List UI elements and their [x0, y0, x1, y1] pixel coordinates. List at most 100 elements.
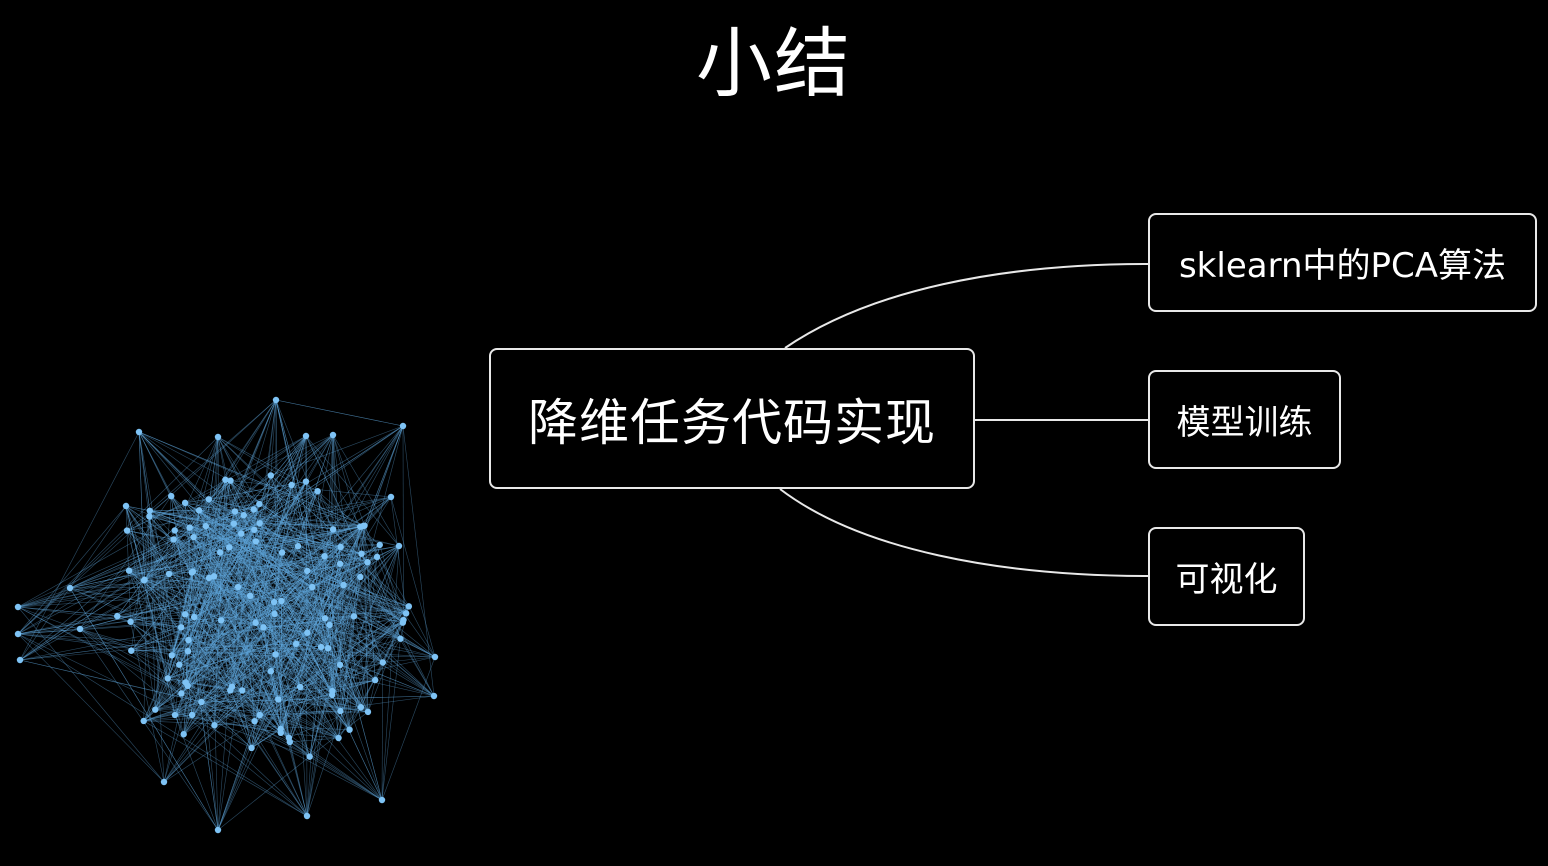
- network-edge: [163, 622, 404, 783]
- network-edge: [259, 622, 404, 716]
- network-edge: [138, 431, 242, 534]
- network-edge: [189, 527, 404, 621]
- network-edge: [179, 622, 256, 665]
- network-node: [152, 706, 159, 713]
- network-edge: [183, 646, 322, 735]
- network-edge: [340, 546, 410, 607]
- network-edge: [237, 555, 325, 588]
- network-edge: [231, 587, 239, 687]
- network-edge: [117, 573, 170, 617]
- network-edge: [217, 436, 361, 578]
- network-edge: [174, 530, 401, 639]
- network-edge: [280, 563, 341, 733]
- network-edge: [184, 502, 195, 618]
- network-edge: [143, 516, 150, 581]
- network-edge: [185, 481, 307, 504]
- network-edge: [143, 579, 435, 697]
- network-edge: [234, 511, 365, 526]
- network-node: [256, 520, 263, 527]
- network-edge: [191, 572, 202, 703]
- network-edge: [241, 533, 407, 614]
- network-edge: [138, 431, 362, 708]
- network-edge: [217, 436, 362, 708]
- network-node: [181, 499, 189, 507]
- network-edge: [208, 499, 407, 614]
- network-edge: [149, 490, 318, 517]
- network-edge: [138, 431, 145, 580]
- network-edge: [234, 511, 384, 663]
- network-edge: [320, 646, 333, 696]
- network-edge: [324, 556, 339, 739]
- network-edge: [138, 431, 231, 481]
- network-edge: [174, 679, 376, 716]
- network-edge: [280, 600, 282, 733]
- network-edge: [179, 654, 276, 665]
- network-edge: [168, 539, 174, 574]
- network-edge: [281, 546, 341, 602]
- network-edge: [208, 577, 333, 692]
- network-edge: [188, 650, 383, 663]
- network-edge: [234, 490, 318, 512]
- network-edge: [343, 584, 407, 614]
- network-edge: [402, 425, 404, 621]
- network-edge: [125, 505, 168, 679]
- network-node: [358, 550, 365, 557]
- network-edge: [184, 502, 282, 602]
- network-edge: [19, 505, 127, 661]
- network-edge: [126, 530, 308, 817]
- network-edge: [189, 527, 279, 700]
- network-edge: [228, 547, 333, 692]
- network-edge: [149, 498, 209, 517]
- network-edge: [263, 613, 407, 628]
- network-edge: [317, 491, 368, 563]
- network-edge: [254, 496, 392, 531]
- network-edge: [338, 544, 381, 739]
- network-edge: [69, 587, 219, 831]
- network-edge: [243, 515, 281, 730]
- network-edge: [143, 600, 282, 722]
- network-edge: [332, 606, 410, 692]
- network-edge: [281, 526, 361, 602]
- network-node: [346, 726, 353, 733]
- network-node: [270, 598, 278, 606]
- network-edge: [128, 570, 231, 691]
- network-edge: [309, 576, 361, 757]
- network-edge: [381, 545, 400, 801]
- network-edge: [311, 587, 329, 649]
- network-node: [285, 734, 293, 741]
- network-edge: [185, 640, 189, 683]
- network-edge: [270, 475, 283, 553]
- network-edge: [191, 525, 364, 716]
- network-edge: [339, 563, 404, 623]
- network-edge: [167, 654, 276, 679]
- network-edge: [208, 499, 326, 619]
- network-edge: [295, 587, 313, 644]
- network-edge: [130, 484, 292, 623]
- network-edge: [69, 533, 242, 589]
- network-edge: [143, 539, 174, 581]
- network-edge: [129, 570, 407, 614]
- network-edge: [317, 491, 341, 665]
- network-edge: [270, 624, 330, 672]
- network-edge: [171, 620, 222, 656]
- network-edge: [79, 628, 369, 713]
- network-node: [405, 603, 413, 610]
- network-node: [184, 648, 192, 655]
- network-edge: [309, 616, 355, 757]
- network-edge: [220, 620, 231, 691]
- network-edge: [185, 502, 334, 530]
- network-edge: [329, 624, 333, 692]
- network-node: [357, 573, 364, 581]
- network-edge: [130, 399, 277, 622]
- network-node: [260, 624, 267, 631]
- network-node: [190, 533, 197, 541]
- network-edge: [184, 502, 401, 639]
- network-edge: [188, 481, 307, 641]
- network-edge: [280, 570, 308, 730]
- network-node: [302, 432, 310, 440]
- network-edge: [241, 533, 362, 554]
- network-edge: [198, 510, 282, 602]
- network-edge: [138, 431, 365, 526]
- network-edge: [193, 536, 350, 730]
- network-edge: [263, 627, 329, 649]
